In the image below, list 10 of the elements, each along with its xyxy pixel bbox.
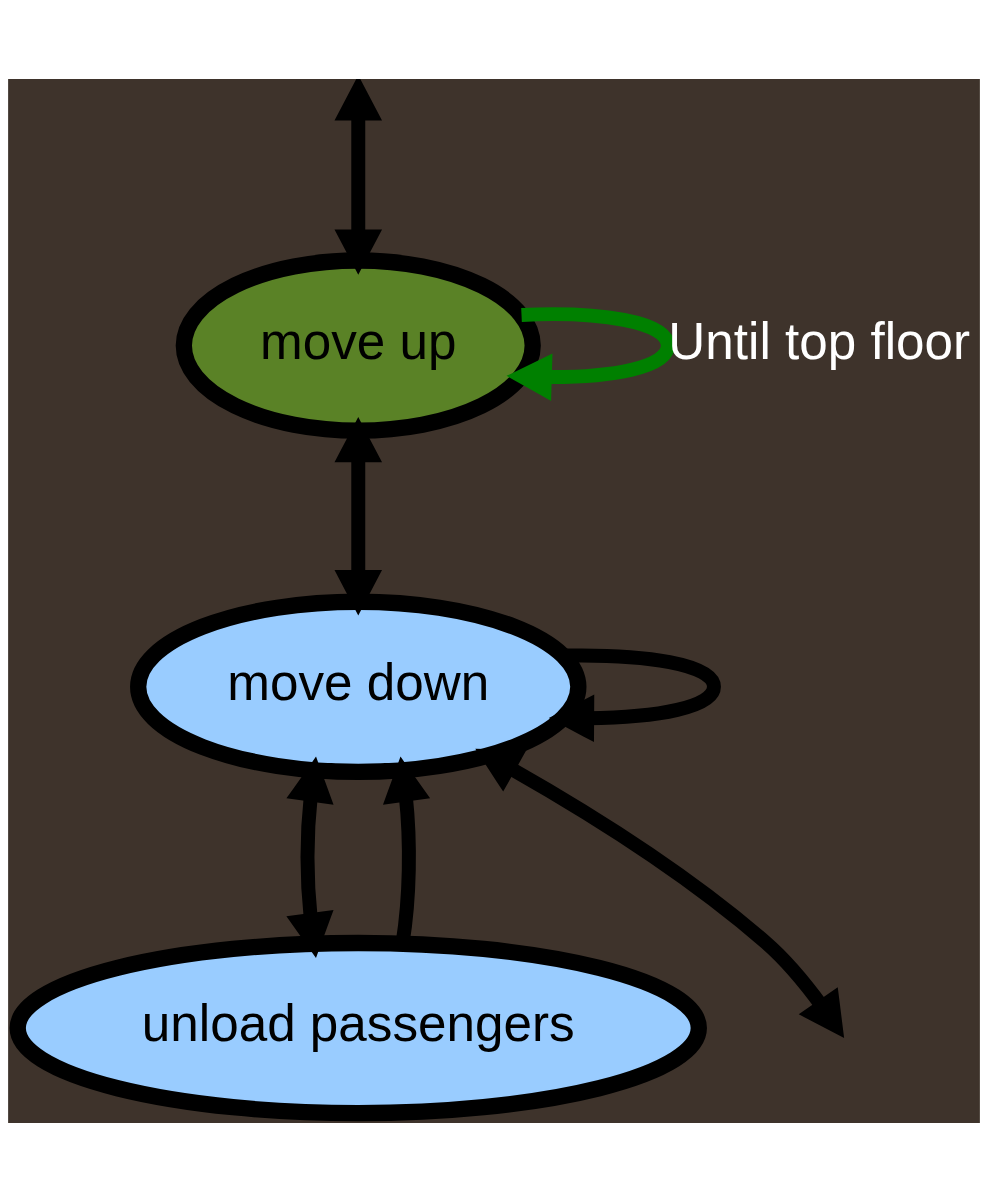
arrow [334, 79, 383, 275]
arrow [506, 307, 675, 401]
arrow [548, 648, 721, 743]
arrow [334, 416, 383, 616]
arrow [286, 756, 334, 958]
edge-label: Until top floor [668, 312, 971, 370]
arrow [475, 748, 845, 1038]
node-ellipse: unload passengers [9, 934, 707, 1122]
node-ellipse: move down [130, 593, 587, 781]
node-ellipse: move up [175, 252, 541, 439]
